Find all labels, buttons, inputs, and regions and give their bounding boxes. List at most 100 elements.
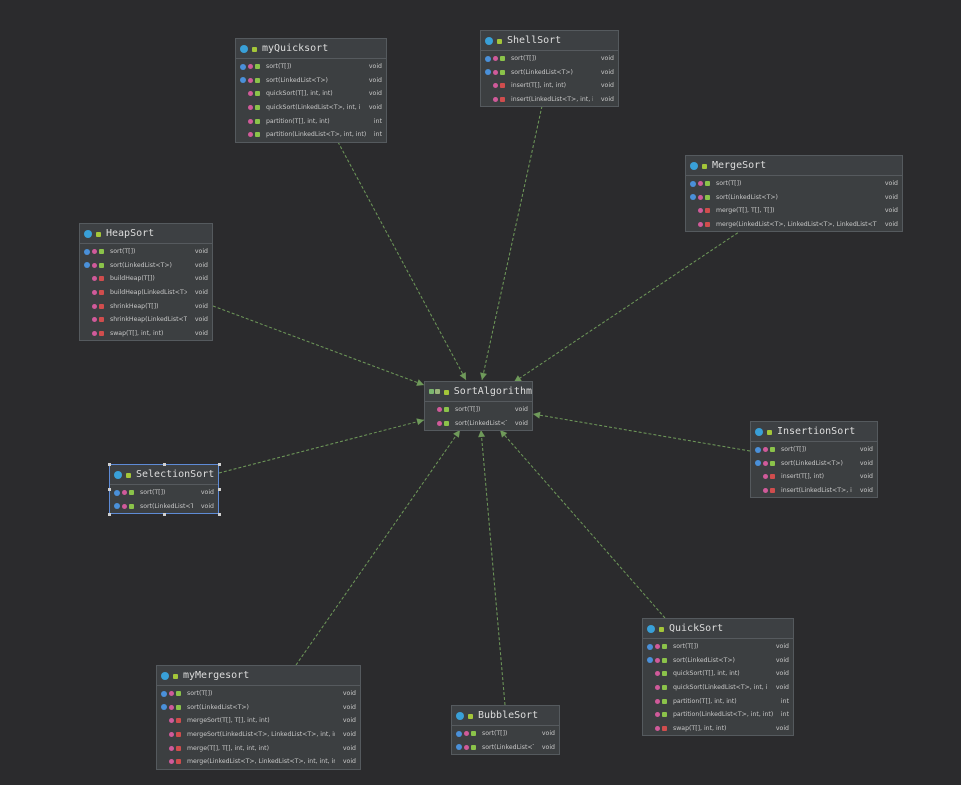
class-header[interactable]: QuickSort — [643, 619, 793, 639]
method-row[interactable]: quickSort(T[], int, int)void — [236, 87, 386, 101]
method-icon — [437, 420, 442, 426]
method-row[interactable]: insert(LinkedList<T>, int)void — [751, 484, 877, 498]
selection-handle[interactable] — [108, 463, 111, 466]
selection-handle[interactable] — [163, 513, 166, 517]
method-row[interactable]: quickSort(LinkedList<T>, int, int)void — [643, 681, 793, 695]
class-name: ShellSort — [507, 35, 562, 46]
selection-handle[interactable] — [218, 513, 221, 517]
method-row[interactable]: sort(LinkedList<T>)void — [481, 66, 618, 80]
return-type: void — [342, 744, 356, 752]
selection-handle[interactable] — [108, 513, 111, 517]
return-type: void — [194, 289, 208, 297]
public-lock-icon — [99, 262, 104, 268]
return-type: int — [373, 131, 382, 139]
method-row[interactable]: sort(LinkedList<T>)void — [452, 741, 559, 755]
method-row[interactable]: partition(LinkedList<T>, int, int)int — [643, 708, 793, 722]
method-row[interactable]: sort(T[])void — [157, 687, 360, 701]
method-row[interactable]: merge(LinkedList<T>, LinkedList<T>, Link… — [686, 218, 902, 232]
method-row[interactable]: buildHeap(T[])void — [80, 272, 212, 286]
method-row[interactable]: partition(T[], int, int)int — [643, 694, 793, 708]
return-type: void — [884, 207, 898, 215]
class-header[interactable]: myMergesort — [157, 666, 360, 686]
selection-handle[interactable] — [108, 488, 111, 492]
method-signature: sort(T[]) — [110, 248, 136, 256]
method-row[interactable]: partition(LinkedList<T>, int, int)int — [236, 128, 386, 142]
class-header[interactable]: SelectionSort — [110, 465, 218, 485]
method-row[interactable]: merge(T[], T[], int, int, int)void — [157, 741, 360, 755]
selection-handle[interactable] — [163, 463, 166, 466]
method-row[interactable]: sort(LinkedList<T>)void — [686, 191, 902, 205]
method-row[interactable]: swap(T[], int, int)void — [643, 722, 793, 736]
return-type: void — [859, 459, 873, 467]
selection-handle[interactable] — [218, 488, 221, 492]
class-header[interactable]: InsertionSort — [751, 422, 877, 442]
method-row[interactable]: sort(T[])void — [452, 727, 559, 741]
class-icon — [755, 427, 763, 436]
method-row[interactable]: insert(LinkedList<T>, int, int)void — [481, 93, 618, 107]
method-icon — [248, 132, 253, 138]
method-row[interactable]: sort(LinkedList<T>)void — [236, 74, 386, 88]
method-icon — [92, 330, 97, 336]
private-lock-icon — [99, 317, 104, 323]
method-row[interactable]: sort(T[])void — [686, 177, 902, 191]
method-row[interactable]: mergeSort(LinkedList<T>, LinkedList<T>, … — [157, 728, 360, 742]
class-node-bubblesort[interactable]: BubbleSortsort(T[])voidsort(LinkedList<T… — [451, 705, 560, 756]
method-row[interactable]: shrinkHeap(T[])void — [80, 299, 212, 313]
class-name: myMergesort — [183, 670, 250, 681]
method-row[interactable]: sort(LinkedList<T>)void — [643, 654, 793, 668]
method-row[interactable]: sort(T[])void — [643, 640, 793, 654]
method-row[interactable]: sort(LinkedList<T>)void — [157, 701, 360, 715]
class-header[interactable]: HeapSort — [80, 224, 212, 244]
override-icon — [84, 262, 90, 269]
class-header[interactable]: ShellSort — [481, 31, 618, 51]
method-row[interactable]: sort(T[])void — [80, 245, 212, 259]
method-signature: sort(LinkedList<T>) — [511, 68, 573, 76]
method-row[interactable]: insert(T[], int)void — [751, 470, 877, 484]
method-row[interactable]: mergeSort(T[], T[], int, int)void — [157, 714, 360, 728]
method-row[interactable]: insert(T[], int, int)void — [481, 79, 618, 93]
class-header[interactable]: SortAlgorithm — [425, 382, 532, 402]
class-icon — [647, 624, 655, 633]
method-row[interactable]: sort(T[])void — [110, 486, 218, 500]
method-signature: insert(LinkedList<T>, int, int) — [511, 96, 593, 104]
class-header[interactable]: MergeSort — [686, 156, 902, 176]
public-lock-icon — [705, 181, 710, 187]
private-lock-icon — [500, 83, 505, 89]
method-row[interactable]: sort(LinkedList<T>)void — [425, 417, 532, 431]
method-row[interactable]: sort(T[])void — [425, 403, 532, 417]
method-row[interactable]: merge(T[], T[], T[])void — [686, 204, 902, 218]
public-lock-icon — [662, 657, 667, 663]
class-header[interactable]: BubbleSort — [452, 706, 559, 726]
public-visibility-icon — [767, 430, 772, 435]
method-row[interactable]: sort(T[])void — [236, 60, 386, 74]
method-signature: sort(T[]) — [140, 489, 166, 497]
selection-handle[interactable] — [218, 463, 221, 466]
method-row[interactable]: buildHeap(LinkedList<T>)void — [80, 286, 212, 300]
method-icon — [763, 488, 768, 494]
method-row[interactable]: merge(LinkedList<T>, LinkedList<T>, int,… — [157, 755, 360, 769]
public-visibility-icon — [252, 47, 257, 52]
method-row[interactable]: swap(T[], int, int)void — [80, 327, 212, 341]
method-row[interactable]: sort(LinkedList<T>)void — [110, 500, 218, 514]
method-row[interactable]: sort(LinkedList<T>)void — [751, 457, 877, 471]
class-header[interactable]: myQuicksort — [236, 39, 386, 59]
method-row[interactable]: sort(LinkedList<T>)void — [80, 259, 212, 273]
method-row[interactable]: sort(T[])void — [481, 52, 618, 66]
method-signature: sort(LinkedList<T>) — [673, 656, 735, 664]
method-row[interactable]: shrinkHeap(LinkedList<T>)void — [80, 313, 212, 327]
method-row[interactable]: partition(T[], int, int)int — [236, 114, 386, 128]
method-row[interactable]: quickSort(T[], int, int)void — [643, 667, 793, 681]
method-row[interactable]: quickSort(LinkedList<T>, int, int)void — [236, 101, 386, 115]
arrowhead — [416, 379, 424, 386]
class-icon — [690, 161, 698, 170]
method-row[interactable]: sort(T[])void — [751, 443, 877, 457]
